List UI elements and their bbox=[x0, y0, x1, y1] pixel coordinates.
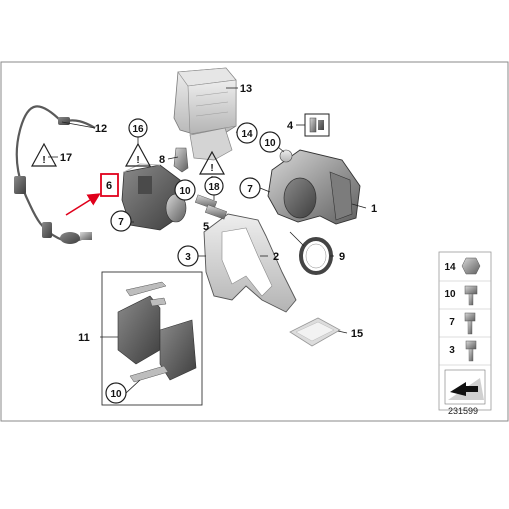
callout-c1: 1 bbox=[371, 203, 377, 215]
callout-c11: 11 bbox=[78, 332, 90, 344]
svg-text:!: ! bbox=[42, 155, 45, 166]
callout-label: 6 bbox=[106, 180, 112, 192]
callout-label: 1 bbox=[371, 203, 377, 215]
hardware-legend: 14 10 7 3 bbox=[438, 251, 492, 411]
callout-c17: 17 bbox=[60, 152, 72, 164]
legend-label-h3: 3 bbox=[449, 345, 455, 356]
callout-c10a: 10 bbox=[259, 131, 281, 153]
highlight-arrow bbox=[65, 193, 101, 216]
callout-label: 10 bbox=[110, 389, 122, 400]
callout-label: 5 bbox=[203, 221, 209, 233]
callout-label: 3 bbox=[185, 252, 191, 263]
callout-c18: 18 bbox=[204, 176, 224, 196]
grease-packet bbox=[289, 317, 341, 347]
flange-bolt-icon bbox=[464, 285, 478, 295]
callout-label: 10 bbox=[264, 138, 276, 149]
callout-c7b: 7 bbox=[110, 210, 132, 232]
callout-c10b: 10 bbox=[174, 179, 196, 201]
highlight-box bbox=[100, 173, 119, 197]
mounting-bracket bbox=[189, 127, 233, 161]
caliper-carrier-bracket bbox=[203, 213, 297, 313]
svg-text:!: ! bbox=[210, 163, 213, 174]
callout-label: 8 bbox=[159, 154, 165, 166]
brake-caliper-housing bbox=[267, 149, 361, 225]
callout-label: 2 bbox=[273, 251, 279, 263]
legend-label-h10: 10 bbox=[444, 289, 456, 300]
callout-c8: 8 bbox=[159, 154, 165, 166]
callout-c2: 2 bbox=[273, 251, 279, 263]
callout-c3: 3 bbox=[177, 245, 199, 267]
arrow-pictogram-icon bbox=[450, 382, 478, 396]
callout-c14: 14 bbox=[236, 122, 258, 144]
callout-label: 4 bbox=[287, 120, 294, 132]
callout-c15: 15 bbox=[351, 328, 363, 340]
callout-label: 16 bbox=[132, 124, 144, 135]
parking-brake-actuator bbox=[121, 163, 187, 231]
callout-label: 15 bbox=[351, 328, 363, 340]
callout-c16: 16 bbox=[128, 118, 148, 138]
callout-c6: 6 bbox=[106, 180, 112, 192]
callout-c12: 12 bbox=[95, 123, 107, 135]
callout-c13: 13 bbox=[240, 83, 252, 95]
hex-nut-icon bbox=[461, 257, 481, 275]
guide-bolt-icon bbox=[465, 340, 477, 350]
hex-bolt-icon bbox=[464, 312, 476, 322]
callout-c4: 4 bbox=[287, 120, 294, 132]
retaining-clip bbox=[173, 147, 189, 173]
callout-label: 11 bbox=[78, 332, 90, 344]
callout-c10c: 10 bbox=[105, 382, 127, 404]
callout-label: 13 bbox=[240, 83, 252, 95]
callout-label: 7 bbox=[247, 184, 253, 195]
warning-triangle-icon: ! bbox=[30, 142, 58, 167]
callout-label: 12 bbox=[95, 123, 107, 135]
legend-label-h7: 7 bbox=[449, 317, 455, 328]
control-unit-module bbox=[173, 67, 237, 141]
brake-wear-sensor-cable bbox=[14, 105, 96, 244]
callout-label: 10 bbox=[179, 186, 191, 197]
callout-c9: 9 bbox=[339, 251, 345, 263]
callout-label: 17 bbox=[60, 152, 72, 164]
callout-label: 18 bbox=[208, 182, 220, 193]
diagram-reference-number: 231599 bbox=[448, 406, 478, 416]
callout-c5: 5 bbox=[203, 221, 209, 233]
callout-c7a: 7 bbox=[239, 177, 261, 199]
svg-text:!: ! bbox=[136, 155, 139, 166]
warning-triangle-icon: ! bbox=[198, 150, 226, 175]
callout-label: 7 bbox=[118, 217, 124, 228]
callout-label: 9 bbox=[339, 251, 345, 263]
bleeder-screw bbox=[304, 113, 330, 137]
legend-label-h14: 14 bbox=[444, 262, 456, 273]
callout-label: 14 bbox=[241, 129, 253, 140]
warning-triangle-icon: ! bbox=[124, 142, 152, 167]
guide-bolt-pair bbox=[194, 194, 228, 220]
